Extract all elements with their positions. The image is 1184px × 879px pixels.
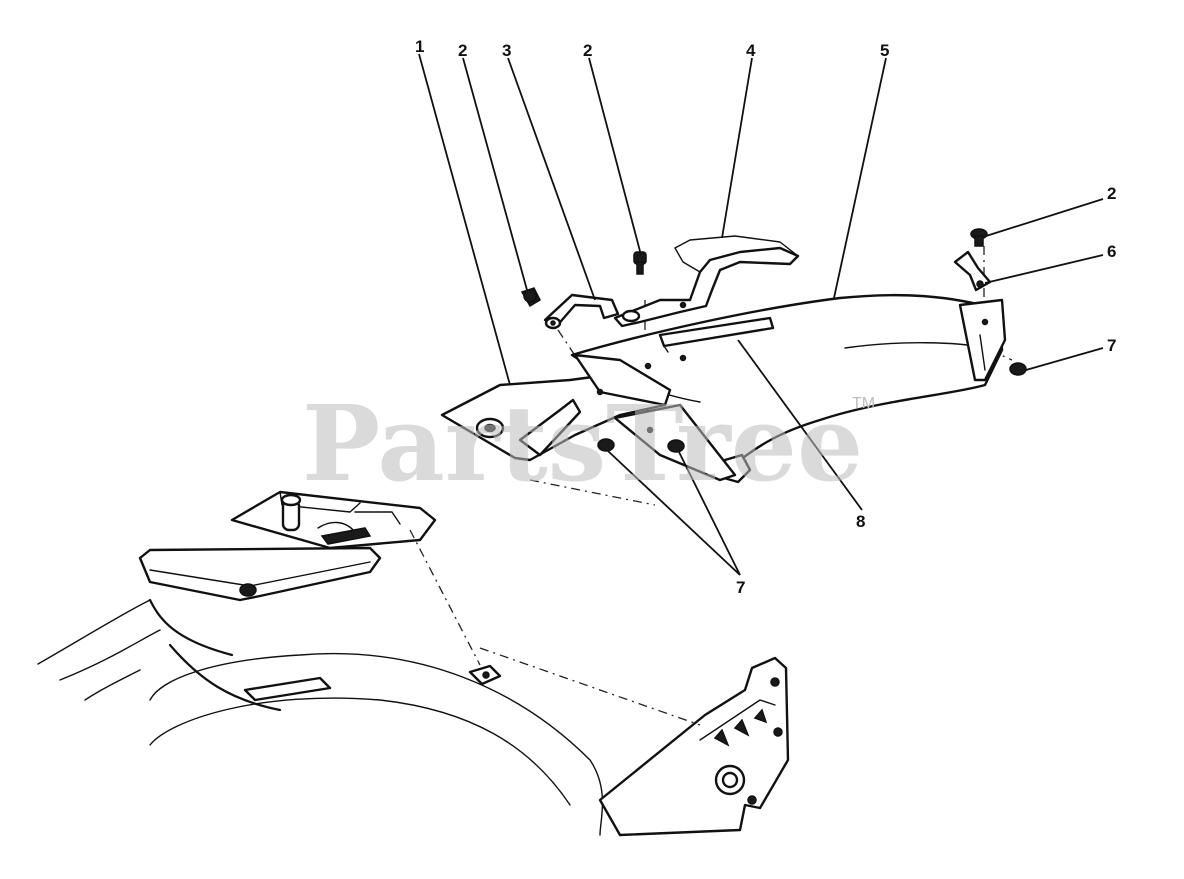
handle-4 [613, 235, 800, 328]
watermark: PartsTree TM [302, 382, 875, 505]
bracket-3 [543, 293, 620, 330]
callout-6: 6 [1107, 242, 1116, 261]
callout-1: 1 [415, 37, 424, 56]
nuts [597, 362, 1027, 453]
callout-8: 8 [856, 512, 865, 531]
screws [520, 228, 988, 308]
mower-housing [37, 490, 790, 837]
roller-bar [138, 546, 382, 602]
callout-7-b: 7 [736, 578, 745, 597]
watermark-text: PartsTree [302, 382, 863, 505]
callout-4: 4 [746, 41, 756, 60]
callouts: 1 2 3 2 4 5 2 6 7 8 7 [415, 37, 1116, 597]
callout-2-b: 2 [583, 41, 592, 60]
hinge-clip-6 [953, 250, 992, 292]
screw-2-right [970, 228, 988, 247]
leader-lines [418, 53, 1104, 576]
screw-2-left [520, 287, 541, 308]
callout-3: 3 [502, 41, 511, 60]
callout-7-a: 7 [1107, 336, 1116, 355]
callout-2-c: 2 [1107, 184, 1116, 203]
side-bracket [598, 656, 790, 837]
callout-2-a: 2 [458, 41, 467, 60]
callout-5: 5 [880, 41, 889, 60]
screw-2-middle [633, 251, 647, 275]
frame-plate [230, 490, 437, 550]
trademark-mark: TM [852, 395, 875, 412]
